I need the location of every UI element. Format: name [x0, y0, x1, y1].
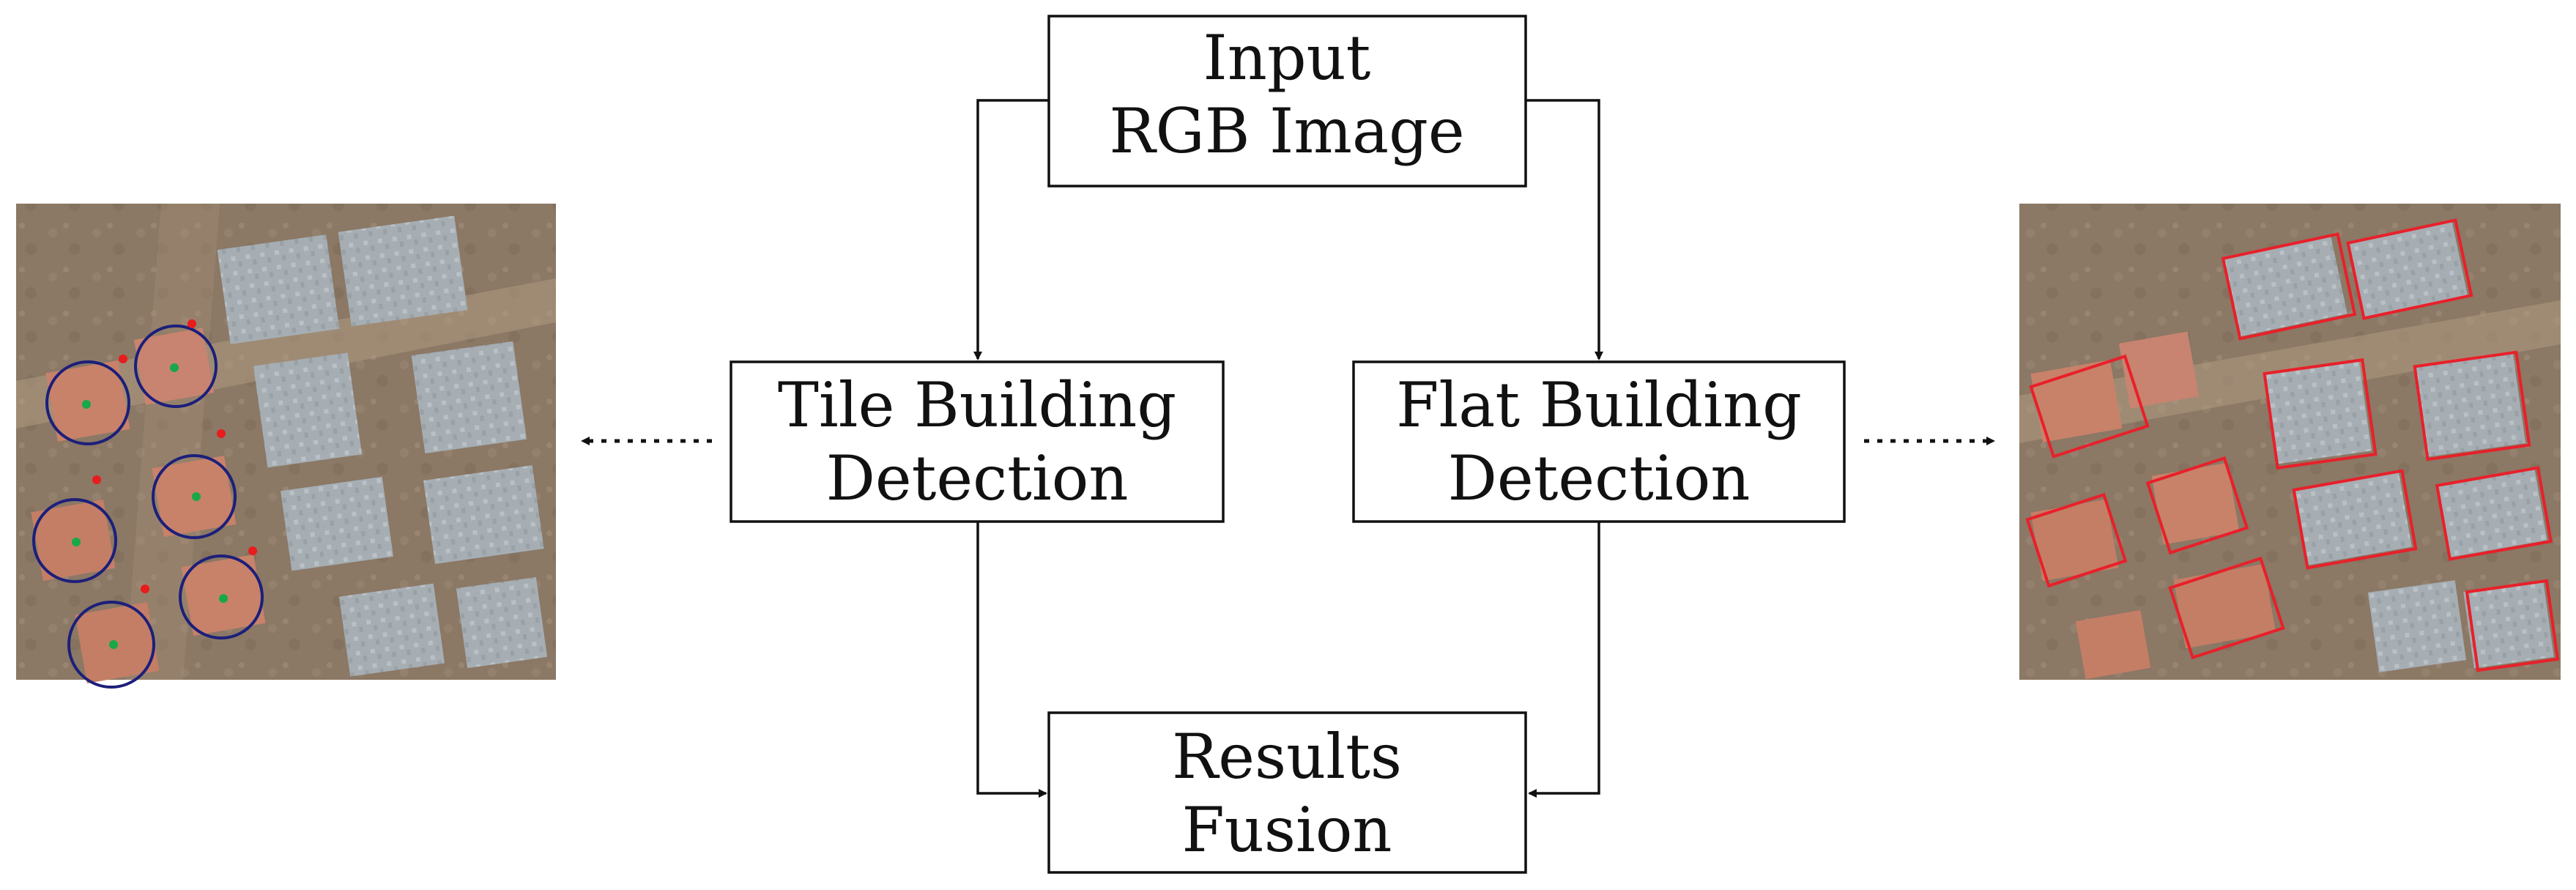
flat-detection-boxes: [2025, 218, 2560, 672]
edge-flat-to-fusion: [1528, 522, 1600, 798]
node-fusion-line1: Results: [1172, 721, 1402, 793]
edge-input-to-tile: [973, 99, 1049, 360]
tile-detection-result-image: [16, 204, 556, 689]
node-input-line2: RGB Image: [1109, 95, 1464, 167]
node-tile-line2: Detection: [826, 442, 1129, 514]
connectors: [581, 99, 1995, 798]
node-input-line1: Input: [1203, 22, 1371, 94]
node-fusion-line2: Fusion: [1181, 794, 1392, 866]
node-results-fusion: Results Fusion: [1047, 711, 1527, 874]
tile-roofs-right: [2030, 331, 2276, 680]
node-tile-building-detection: Tile Building Detection: [730, 360, 1225, 523]
node-input: Input RGB Image: [1047, 15, 1527, 188]
node-flat-line1: Flat Building: [1396, 369, 1802, 441]
flat-detection-result-image: [2019, 204, 2561, 680]
node-flat-building-detection: Flat Building Detection: [1352, 360, 1846, 523]
node-tile-line1: Tile Building: [778, 369, 1176, 441]
flat-buildings-left: [217, 215, 548, 677]
flat-roofs-right: [2223, 220, 2554, 672]
edge-input-to-flat: [1526, 99, 1603, 360]
edge-tile-to-fusion: [976, 522, 1047, 798]
node-flat-line2: Detection: [1448, 442, 1751, 514]
tile-detection-markers: [32, 319, 264, 689]
